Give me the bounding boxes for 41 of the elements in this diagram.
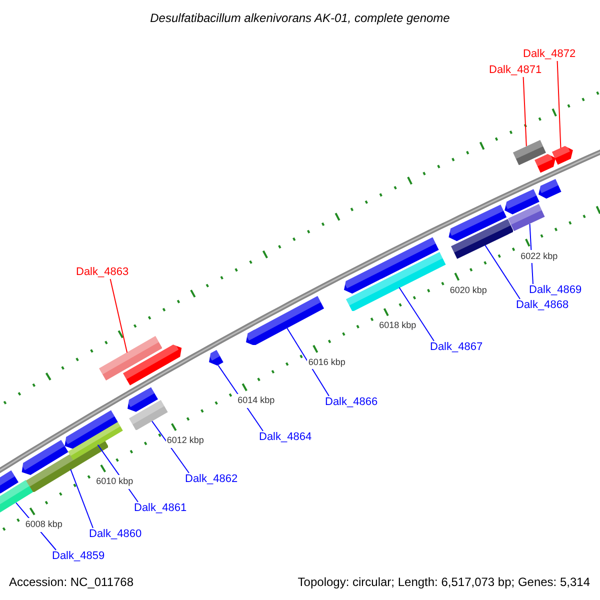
tick-label: 6012 kbp xyxy=(166,434,205,448)
leader-line xyxy=(110,278,128,353)
accession-text: Accession: NC_011768 xyxy=(9,574,134,591)
gene-label: Dalk_4872 xyxy=(523,48,576,61)
gene-segment xyxy=(450,219,514,259)
gene-label: Dalk_4869 xyxy=(529,284,582,297)
gene-label: Dalk_4868 xyxy=(516,299,569,312)
tick-label: 6010 kbp xyxy=(95,475,134,489)
genome-info-text: Topology: circular; Length: 6,517,073 bp; Genes: 5,314 xyxy=(298,574,590,591)
tick-label: 6016 kbp xyxy=(307,356,346,370)
tick-label: 6014 kbp xyxy=(236,394,276,408)
leader-line xyxy=(556,60,562,148)
gene-segment xyxy=(512,140,546,166)
gene-segment xyxy=(246,296,324,346)
gene-label: Dalk_4864 xyxy=(259,431,312,444)
gene-segment xyxy=(98,336,162,381)
tick-label: 6018 kbp xyxy=(378,319,418,333)
gene-label: Dalk_4863 xyxy=(76,266,129,279)
gene-segment xyxy=(552,146,573,165)
gene-segment xyxy=(68,422,123,460)
gene-segment xyxy=(209,350,224,366)
gene-label: Dalk_4866 xyxy=(325,396,378,409)
gene-segment xyxy=(508,204,546,232)
gene-label: Dalk_4859 xyxy=(52,550,105,563)
leader-line xyxy=(484,244,520,300)
leader-line xyxy=(286,327,330,396)
title: Desulfatibacillum alkenivorans AK-01, complete genome xyxy=(149,10,451,27)
leader-line xyxy=(398,287,434,342)
tick-label: 6022 kbp xyxy=(520,250,559,264)
gene-label: Dalk_4871 xyxy=(489,64,542,77)
gene-label: Dalk_4861 xyxy=(134,502,187,515)
gene-segment xyxy=(0,480,33,514)
gene-segment xyxy=(346,252,446,312)
gene-label: Dalk_4862 xyxy=(185,473,238,486)
gene-label: Dalk_4867 xyxy=(430,341,483,354)
gene-segment xyxy=(129,400,168,430)
tick-label: 6008 kbp xyxy=(24,518,64,532)
leader-line xyxy=(152,420,190,474)
gene-label: Dalk_4860 xyxy=(89,528,142,541)
tick-label: 6020 kbp xyxy=(448,284,488,298)
leader-line xyxy=(70,468,94,528)
